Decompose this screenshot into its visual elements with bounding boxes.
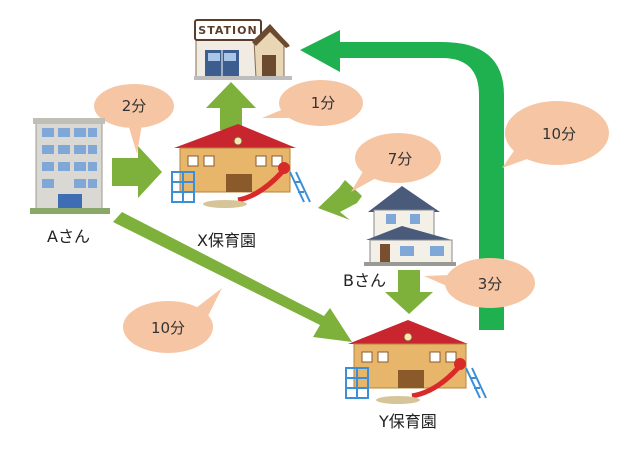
house-b [364,186,456,266]
slide [411,366,460,399]
time-a-to-x: 2分 [122,97,147,115]
label-y-nursery: Y保育園 [379,412,437,431]
label-b-home: Bさん [343,271,386,290]
station-building: STATION [194,19,292,80]
bubble-x-to-station: 1分 [262,80,363,126]
bubble-b-to-x: 7分 [351,133,441,192]
jungle-gym [345,367,369,399]
nursery-y-building [345,320,487,404]
bubble-a-to-y: 10分 [123,288,222,353]
arrow-a-to-x [112,146,162,198]
time-b-to-y: 3分 [478,275,503,293]
jungle-gym [171,171,195,203]
bubble-y-to-station: 10分 [502,101,609,168]
bubble-b-to-y: 3分 [424,258,535,308]
arrow-b-to-y [385,270,433,314]
label-x-nursery: X保育園 [197,231,256,250]
label-a-home: Aさん [47,227,90,246]
arrow-b-to-x [318,180,362,220]
station-sign: STATION [198,24,257,37]
arrow-a-to-y [113,212,352,342]
arrow-x-to-station [206,82,256,130]
bubble-a-to-x: 2分 [94,84,174,154]
nursery-x-building [171,124,311,208]
time-x-to-station: 1分 [311,94,336,112]
apartment-building [30,118,110,214]
slide [237,170,284,203]
time-y-to-station: 10分 [542,125,576,143]
time-b-to-x: 7分 [388,150,413,168]
time-a-to-y: 10分 [151,319,185,337]
